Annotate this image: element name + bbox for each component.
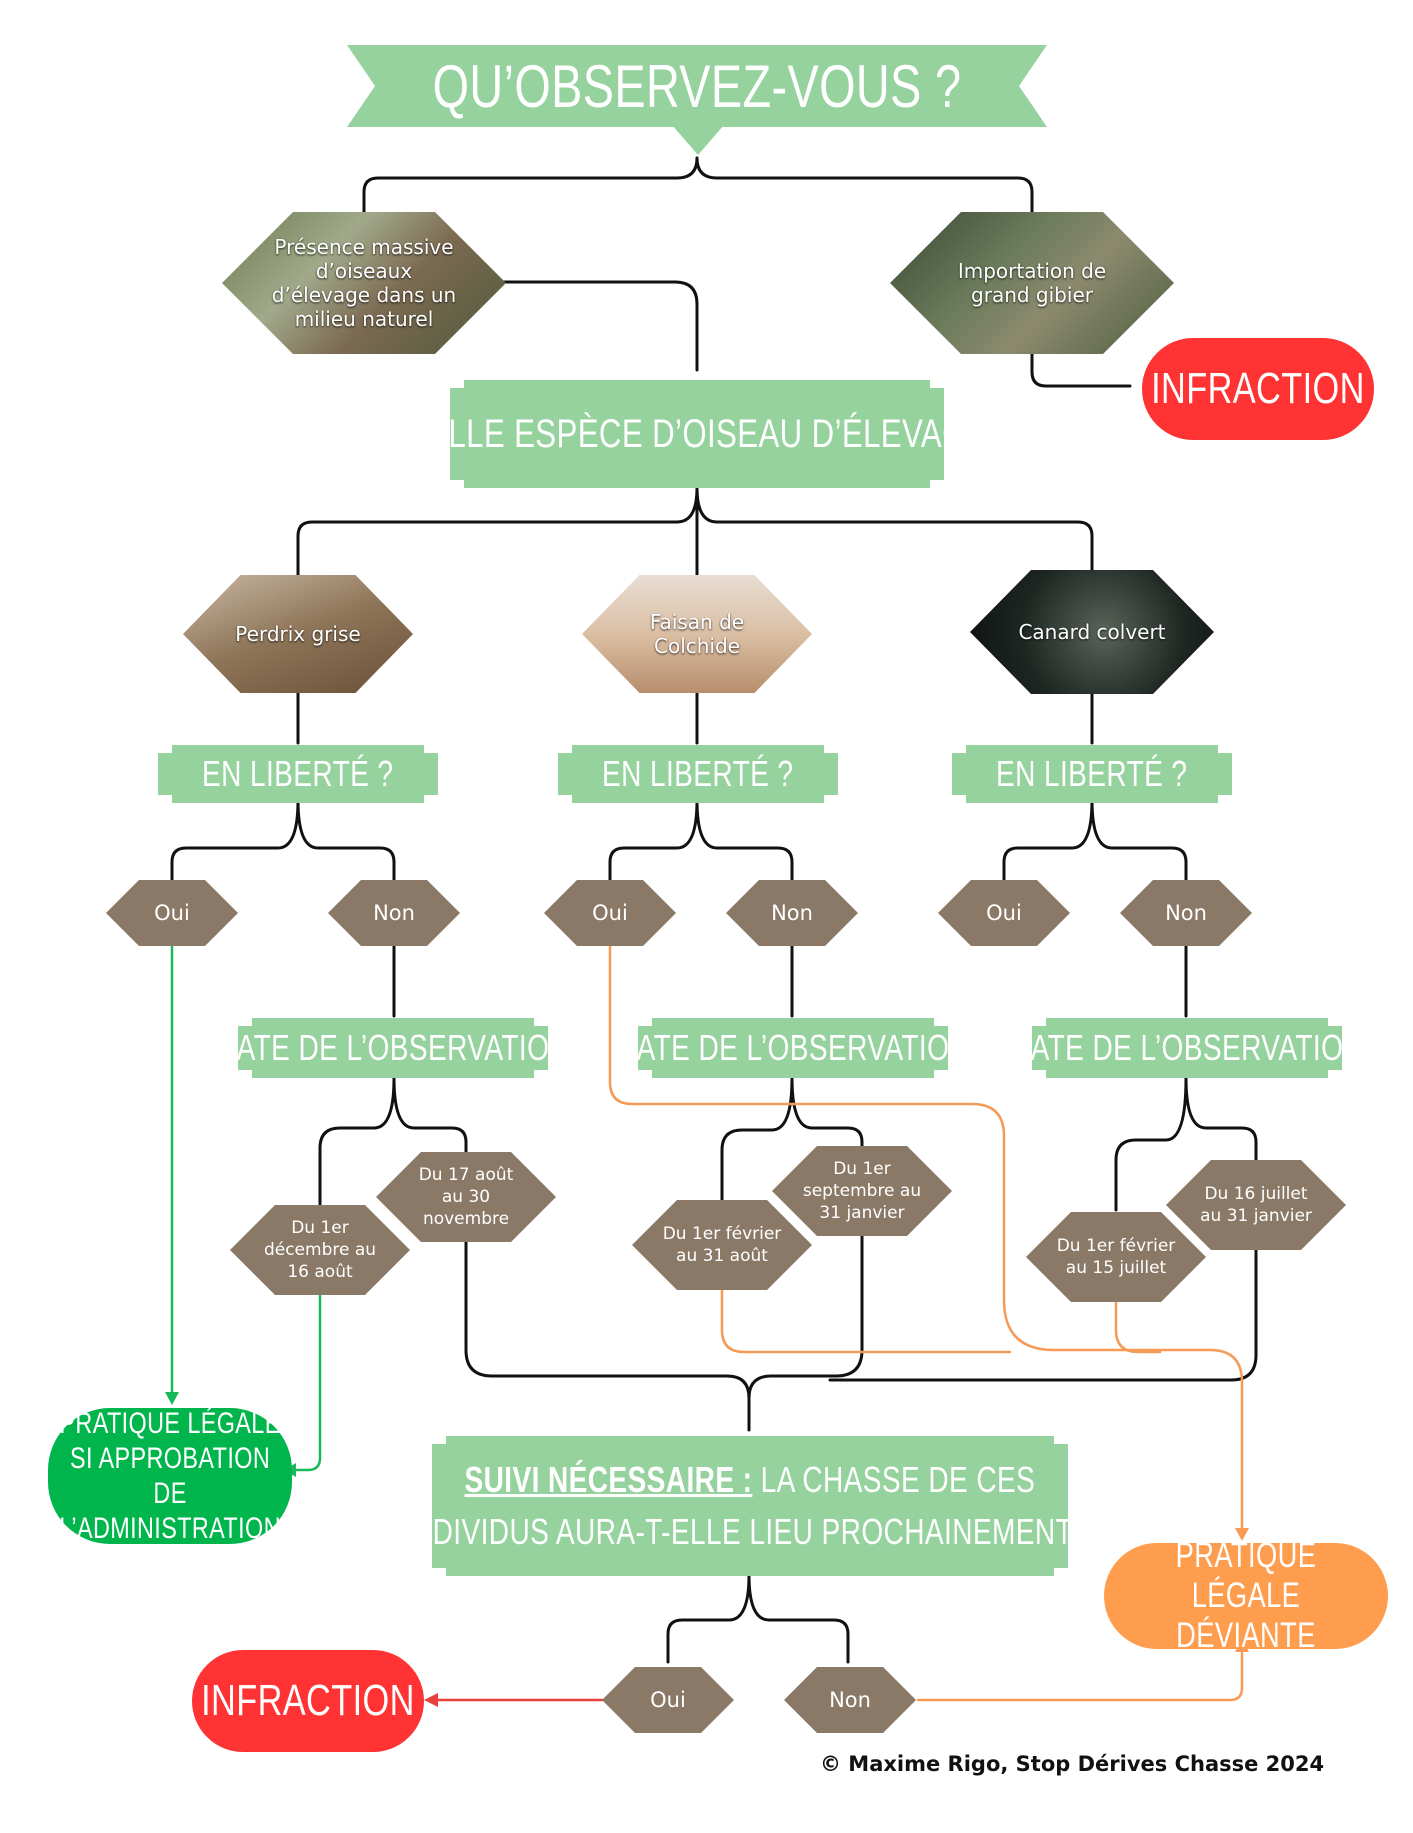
observation-right-label: Importation de grand gibier xyxy=(957,259,1107,307)
liberty-question-faisan: EN LIBERTÉ ? xyxy=(558,745,838,803)
observation-left-photo: Présence massive d’oiseaux d’élevage dan… xyxy=(222,212,506,354)
species-canard-label: Canard colvert xyxy=(1018,620,1166,644)
perdrix-yes: Oui xyxy=(106,880,238,946)
canard-yes: Oui xyxy=(938,880,1070,946)
page-title: QU’OBSERVEZ-VOUS ? xyxy=(432,52,962,120)
followup-yes: Oui xyxy=(602,1667,734,1733)
followup-emphasis: SUIVI NÉCESSAIRE : xyxy=(464,1459,753,1500)
liberty-question-canard: EN LIBERTÉ ? xyxy=(952,745,1232,803)
legal-deviant: PRATIQUE LÉGALE DÉVIANTE xyxy=(1104,1536,1388,1655)
liberty-question-perdrix: EN LIBERTÉ ? xyxy=(158,745,438,803)
faisan-no: Non xyxy=(726,880,858,946)
date-question-faisan: DATE DE L’OBSERVATION xyxy=(638,1018,948,1078)
species-faisan-photo: Faisan de Colchide xyxy=(582,575,812,693)
date-question-canard: DATE DE L’OBSERVATION xyxy=(1032,1018,1342,1078)
followup-line1: LA CHASSE DE CES xyxy=(760,1459,1036,1500)
followup-line2: INDIVIDUS AURA-T-ELLE LIEU PROCHAINEMENT… xyxy=(403,1511,1097,1552)
faisan-date-1: Du 1er février au 31 août xyxy=(632,1200,812,1290)
infraction-top: INFRACTION xyxy=(1142,338,1374,440)
observation-left-label: Présence massive d’oiseaux d’élevage dan… xyxy=(271,235,457,331)
legal-with-approval: PRATIQUE LÉGALE SI APPROBATION DE L’ADMI… xyxy=(48,1407,292,1545)
canard-date-2: Du 16 juillet au 31 janvier xyxy=(1166,1160,1346,1250)
species-question: QUELLE ESPÈCE D’OISEAU D’ÉLEVAGE ? xyxy=(450,380,944,488)
canard-no: Non xyxy=(1120,880,1252,946)
infraction-bottom: INFRACTION xyxy=(192,1650,424,1752)
followup-question: SUIVI NÉCESSAIRE : LA CHASSE DE CES INDI… xyxy=(432,1436,1068,1576)
credit: © Maxime Rigo, Stop Dérives Chasse 2024 xyxy=(820,1752,1325,1776)
perdrix-date-1: Du 1er décembre au 16 août xyxy=(230,1205,410,1295)
perdrix-date-2: Du 17 août au 30 novembre xyxy=(376,1152,556,1242)
faisan-date-2: Du 1er septembre au 31 janvier xyxy=(772,1146,952,1236)
perdrix-no: Non xyxy=(328,880,460,946)
canard-date-1: Du 1er février au 15 juillet xyxy=(1026,1212,1206,1302)
species-perdrix-label: Perdrix grise xyxy=(235,622,361,646)
species-faisan-label: Faisan de Colchide xyxy=(649,610,745,658)
species-perdrix-photo: Perdrix grise xyxy=(183,575,413,693)
faisan-yes: Oui xyxy=(544,880,676,946)
followup-no: Non xyxy=(784,1667,916,1733)
title-banner: QU’OBSERVEZ-VOUS ? xyxy=(347,45,1047,127)
date-question-perdrix: DATE DE L’OBSERVATION xyxy=(238,1018,548,1078)
